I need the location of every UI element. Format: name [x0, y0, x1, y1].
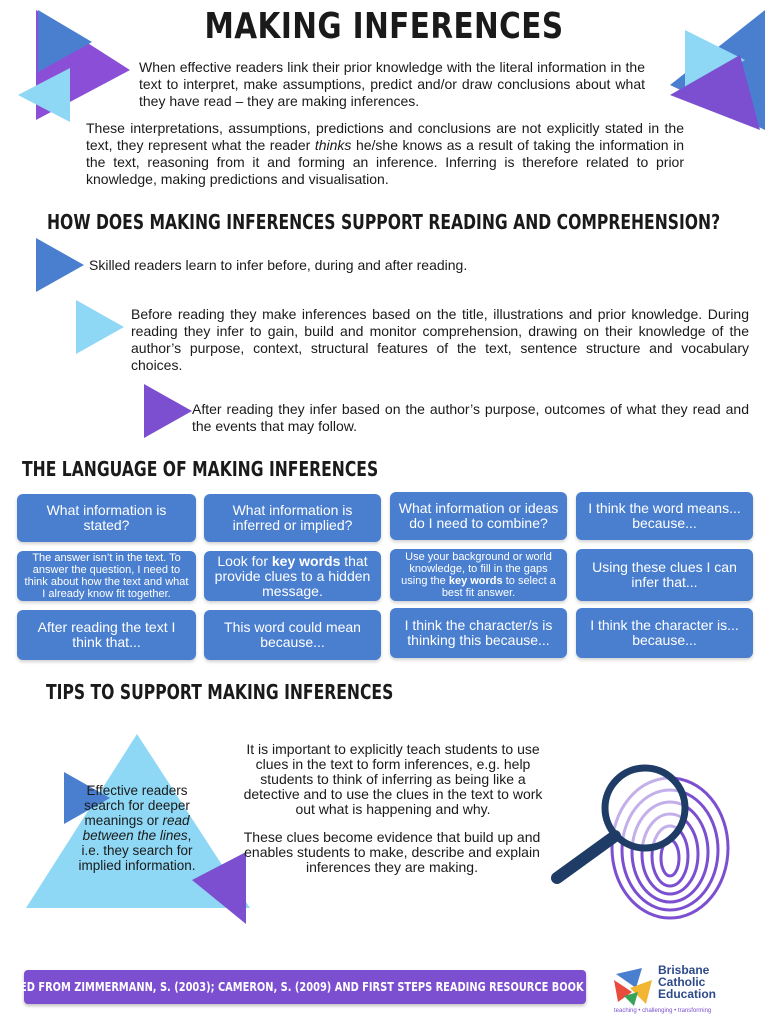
phrase-cell-stated: What information is stated? — [17, 494, 196, 542]
page-title: MAKING INFERENCES — [204, 6, 564, 47]
logo-line-3: Education — [658, 987, 717, 1001]
phrase-cell-word-means: I think the word means... because... — [576, 492, 753, 540]
tip-paragraph-2: These clues become evidence that build u… — [243, 829, 541, 875]
tips-triangle-text-a: Effective readers search for deeper mean… — [84, 783, 190, 828]
brisbane-catholic-education-logo: Brisbane Catholic Education teaching • c… — [612, 962, 752, 1020]
logo-mark-icon — [614, 968, 652, 1006]
background-cell-text: Use your background or world knowledge, … — [396, 551, 561, 599]
intro-2-emphasis: thinks — [314, 137, 352, 153]
support-point-1: Skilled readers learn to infer before, d… — [89, 257, 468, 273]
decorative-triangles-top-left — [18, 10, 130, 122]
tip-paragraph-1: It is important to explicitly teach stud… — [243, 741, 543, 817]
support-point-3: After reading they infer based on the au… — [192, 401, 749, 434]
tips-triangle-text: Effective readers search for deeper mean… — [72, 783, 202, 873]
source-citation-banner: ADAPTED FROM ZIMMERMANN, S. (2003); CAME… — [0, 970, 627, 1004]
tips-triangle-emphasis: read between the lines — [82, 813, 190, 843]
phrase-cell-key-words: Look for key words that provide clues to… — [204, 551, 381, 601]
phrase-cell-combine: What information or ideas do I need to c… — [390, 492, 567, 540]
intro-2-text-b: he/she knows as a result of taking the i… — [86, 137, 684, 187]
key-words-cell-text-a: Look for — [217, 552, 272, 569]
tips-triangle-graphic — [26, 734, 250, 924]
tips-triangle-text-b: , i.e. they search for implied informati… — [78, 828, 196, 873]
background-cell-text-a: Use your background or world knowledge, … — [401, 551, 552, 587]
logo-line-1: Brisbane — [658, 963, 710, 977]
phrase-cell-inferred: What information is inferred or implied? — [204, 494, 381, 542]
phrase-cell-character-is: I think the character is... because... — [576, 608, 753, 658]
phrase-cell-not-in-text: The answer isn’t in the text. To answer … — [17, 551, 196, 601]
fingerprint-magnifier-icon — [551, 764, 730, 920]
phrase-cell-characters-thinking: I think the character/s is thinking this… — [390, 608, 567, 658]
support-heading: HOW DOES MAKING INFERENCES SUPPORT READI… — [47, 210, 721, 234]
key-words-cell-bold: key words — [271, 552, 341, 569]
phrase-cell-clues-infer: Using these clues I can infer that... — [576, 549, 753, 601]
key-words-cell-text-c: that provide clues to a hidden message. — [214, 552, 371, 599]
point-1-triangle — [36, 238, 84, 292]
phrase-cell-background: Use your background or world knowledge, … — [390, 549, 567, 601]
point-2-triangle — [76, 300, 124, 354]
background-cell-text-c: to select a best fit answer. — [441, 575, 556, 599]
intro-paragraph-2: These interpretations, assumptions, pred… — [86, 120, 684, 188]
point-3-triangle — [144, 384, 192, 438]
support-point-2: Before reading they make inferences base… — [131, 306, 749, 373]
decorative-triangles-top-right — [670, 10, 765, 130]
phrase-cell-word-could-mean: This word could mean because... — [204, 610, 381, 660]
intro-paragraph-1: When effective readers link their prior … — [139, 59, 645, 109]
phrase-cell-after-reading: After reading the text I think that... — [17, 610, 196, 660]
key-words-cell-text: Look for key words that provide clues to… — [210, 552, 375, 599]
source-citation-text: ADAPTED FROM ZIMMERMANN, S. (2003); CAME… — [0, 980, 628, 994]
language-heading: THE LANGUAGE OF MAKING INFERENCES — [22, 457, 379, 481]
logo-tagline: teaching • challenging • transforming — [614, 1008, 712, 1014]
intro-2-text-a: These interpretations, assumptions, pred… — [86, 120, 684, 153]
tips-heading: TIPS TO SUPPORT MAKING INFERENCES — [46, 680, 394, 704]
logo-line-2: Catholic — [658, 975, 706, 989]
background-cell-bold: key words — [448, 575, 503, 587]
